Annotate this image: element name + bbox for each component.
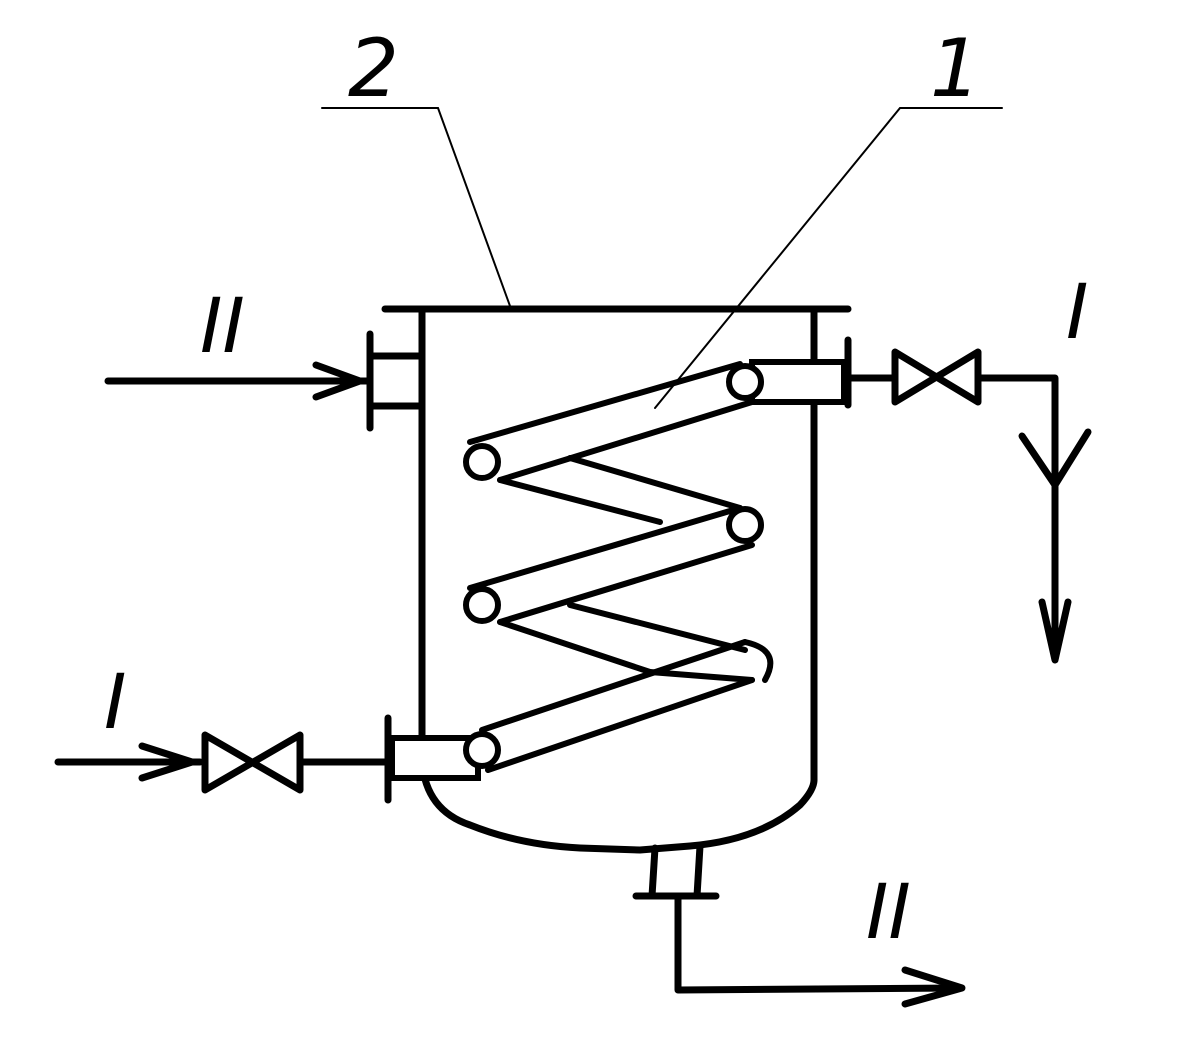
stream-shell-outlet: II xyxy=(866,867,911,956)
stream-coil-outlet: I xyxy=(1066,267,1088,356)
coil-node-5 xyxy=(726,363,764,401)
coil-band-5-top xyxy=(467,361,743,445)
coil-outlet xyxy=(749,336,1092,664)
callout-vessel: 2 xyxy=(348,22,399,115)
coil-outlet-line-b xyxy=(976,374,1059,659)
coil-band-4-top xyxy=(567,455,743,511)
coil-inlet-arrow xyxy=(138,742,196,782)
coil-outlet-valve xyxy=(891,348,982,406)
coil-node-1 xyxy=(463,731,501,769)
leader-coil xyxy=(654,107,1003,409)
coil-band-3-bottom xyxy=(497,542,755,625)
coil-band-2-top xyxy=(567,602,748,653)
coil-outlet-arrow xyxy=(1038,598,1072,664)
shell-inlet-nozzle xyxy=(104,330,426,432)
coil-inlet-valve xyxy=(201,731,304,794)
bottom-nozzle-right xyxy=(693,842,704,900)
callout-coil: 1 xyxy=(930,22,981,115)
coil xyxy=(463,361,774,773)
shell-outlet-nozzle xyxy=(632,842,966,1008)
coil-band-1-top xyxy=(479,639,748,733)
coil-node-2 xyxy=(463,586,501,624)
coil-outlet-chevron xyxy=(1018,428,1092,489)
coil-inlet xyxy=(54,714,481,804)
coil-band-3-top xyxy=(467,505,743,591)
coil-band-1-bottom xyxy=(485,677,755,773)
coil-band-4-bottom xyxy=(497,477,663,525)
vessel-bottom xyxy=(418,756,818,854)
coil-outlet-pipe xyxy=(749,359,847,405)
stream-coil-inlet: I xyxy=(104,657,126,746)
bottom-nozzle-left xyxy=(648,844,659,900)
stream-shell-inlet: II xyxy=(200,281,245,370)
coil-joint-a xyxy=(647,669,755,683)
coil-node-3 xyxy=(726,506,764,544)
coil-node-4 xyxy=(463,443,501,481)
coil-band-5-bottom xyxy=(497,399,755,483)
coil-bend-1 xyxy=(742,639,774,683)
leaders xyxy=(321,107,1003,409)
shell-outlet-line xyxy=(674,894,962,994)
coil-band-2-bottom xyxy=(497,619,653,675)
shell-inlet-arrow xyxy=(312,361,364,401)
shell-outlet-arrow xyxy=(901,966,966,1008)
leader-vessel xyxy=(321,107,511,307)
